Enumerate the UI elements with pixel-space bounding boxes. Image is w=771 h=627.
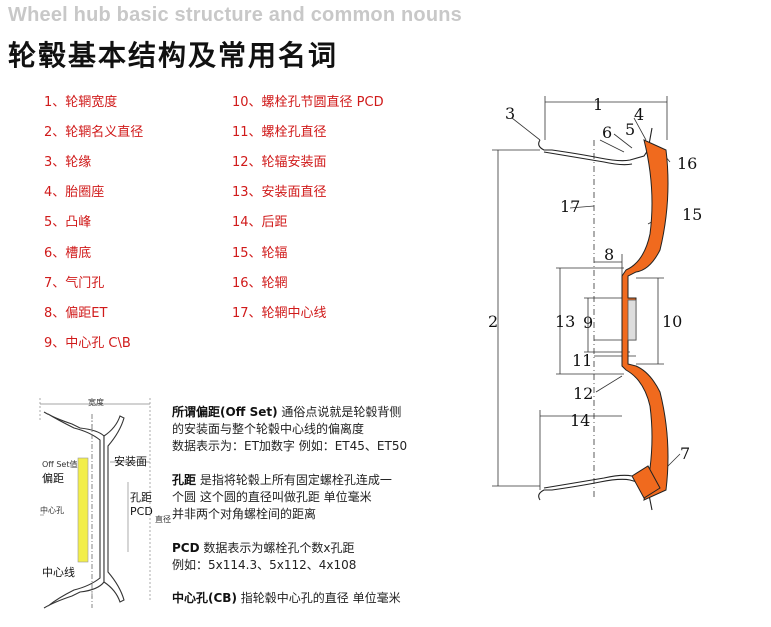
definition-pcd-line-2: 例如：5x114.3、5x112、4x108 bbox=[172, 558, 357, 572]
term-12: 12、轮辐安装面 bbox=[232, 155, 327, 170]
valve-hole bbox=[631, 465, 661, 499]
dimension-lines bbox=[492, 96, 681, 500]
term-3: 3、轮缘 bbox=[44, 155, 92, 170]
part-label-16: 16 bbox=[677, 154, 698, 173]
header-title-en: Wheel hub basic structure and common nou… bbox=[8, 4, 463, 26]
part-label-6: 6 bbox=[602, 123, 613, 142]
part-label-2: 2 bbox=[488, 312, 499, 331]
label-centerline: 中心线 bbox=[42, 566, 75, 579]
term-14: 14、后距 bbox=[232, 215, 288, 230]
header-title-cn: 轮毂基本结构及常用名词 bbox=[8, 39, 339, 72]
part-label-11: 11 bbox=[572, 351, 593, 370]
definition-pcd: PCD 数据表示为螺栓孔个数x孔距 例如：5x114.3、5x112、4x108 bbox=[172, 540, 442, 574]
term-16: 16、轮辋 bbox=[232, 276, 288, 291]
term-10: 10、螺栓孔节圆直径 PCD bbox=[232, 95, 384, 110]
definition-pcd-distance: 孔距 是指将轮毂上所有固定螺栓孔连成一 个圆 这个圆的直径叫做孔距 单位毫米 并… bbox=[172, 472, 442, 523]
part-label-7: 7 bbox=[680, 444, 691, 463]
definition-pcd-distance-line-3: 并非两个对角螺栓间的距离 bbox=[172, 507, 317, 521]
rim-profile bbox=[538, 127, 653, 511]
label-pcd: PCD bbox=[130, 505, 153, 518]
label-offset-value: Off Set值 bbox=[42, 460, 78, 469]
term-9: 9、中心孔 C\B bbox=[44, 336, 131, 351]
part-label-10: 10 bbox=[662, 312, 683, 331]
label-width: 宽度 bbox=[88, 398, 104, 407]
part-label-12: 12 bbox=[573, 384, 594, 403]
term-2: 2、轮辋名义直径 bbox=[44, 125, 144, 140]
definition-pcd-line-1: 数据表示为螺栓孔个数x孔距 bbox=[199, 541, 355, 555]
definition-center-bore-title: 中心孔(CB) bbox=[172, 591, 237, 605]
part-label-15: 15 bbox=[682, 205, 703, 224]
term-13: 13、安装面直径 bbox=[232, 185, 327, 200]
label-offset-cn: 偏距 bbox=[42, 472, 64, 485]
definition-pcd-distance-title: 孔距 bbox=[172, 473, 197, 487]
label-center-hole: 中心孔 bbox=[40, 506, 64, 515]
part-label-5: 5 bbox=[625, 120, 636, 139]
term-17: 17、轮辋中心线 bbox=[232, 306, 327, 321]
definition-offset-line-2: 的安装面与整个轮毂中心线的偏离度 bbox=[172, 422, 365, 436]
term-11: 11、螺栓孔直径 bbox=[232, 125, 327, 140]
label-diameter: 直径 bbox=[155, 515, 171, 524]
part-label-3: 3 bbox=[505, 104, 516, 123]
label-pcd-cn: 孔距 bbox=[130, 491, 152, 504]
part-label-9: 9 bbox=[583, 313, 594, 332]
part-label-14: 14 bbox=[570, 411, 591, 430]
part-label-13: 13 bbox=[555, 312, 576, 331]
definition-pcd-title: PCD bbox=[172, 541, 200, 555]
definition-offset-line-3: 数据表示为：ET加数字 例如：ET45、ET50 bbox=[172, 439, 408, 453]
spoke-cross-section bbox=[621, 139, 669, 501]
part-label-1: 1 bbox=[593, 95, 604, 114]
term-5: 5、凸峰 bbox=[44, 215, 92, 230]
part-label-4: 4 bbox=[634, 105, 645, 124]
term-4: 4、胎圈座 bbox=[44, 185, 105, 200]
definition-center-bore: 中心孔(CB) 指轮毂中心孔的直径 单位毫米 bbox=[172, 590, 442, 607]
definition-pcd-distance-line-1: 是指将轮毂上所有固定螺栓孔连成一 bbox=[196, 473, 392, 487]
term-8: 8、偏距ET bbox=[44, 306, 108, 321]
definition-center-bore-line-1: 指轮毂中心孔的直径 单位毫米 bbox=[236, 591, 401, 605]
part-label-17: 17 bbox=[560, 197, 581, 216]
hub-bore-detail bbox=[627, 299, 637, 341]
offset-highlight-bar bbox=[77, 457, 89, 563]
label-mount-face: 安装面 bbox=[114, 455, 147, 468]
term-6: 6、槽底 bbox=[44, 246, 92, 261]
term-15: 15、轮辐 bbox=[232, 246, 288, 261]
definition-offset-title: 所谓偏距(Off Set) bbox=[172, 405, 278, 419]
term-7: 7、气门孔 bbox=[44, 276, 105, 291]
definition-pcd-distance-line-2: 个圆 这个圆的直径叫做孔距 单位毫米 bbox=[172, 490, 372, 504]
definition-offset-line-1: 通俗点说就是轮毂背侧 bbox=[277, 405, 402, 419]
definition-offset: 所谓偏距(Off Set) 通俗点说就是轮毂背侧 的安装面与整个轮毂中心线的偏离… bbox=[172, 404, 442, 455]
part-label-8: 8 bbox=[604, 245, 615, 264]
term-1: 1、轮辋宽度 bbox=[44, 95, 118, 110]
